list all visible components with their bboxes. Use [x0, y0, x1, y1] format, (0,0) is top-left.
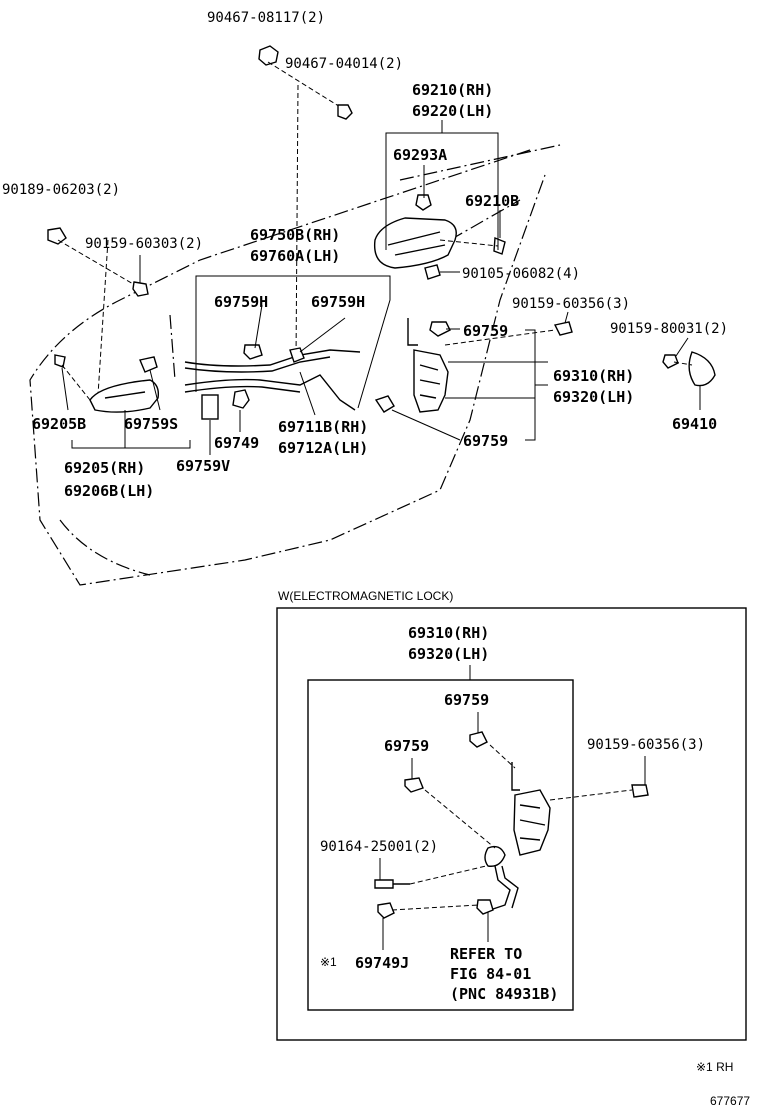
label-69310-rh: 69310(RH) [553, 367, 634, 385]
label-69205-rh: 69205(RH) [64, 459, 145, 477]
label-90159-80031: 90159-80031(2) [610, 321, 728, 337]
inset-label-69320-lh: 69320(LH) [408, 645, 489, 663]
bracket-69205 [71, 440, 191, 449]
inset-lock-assembly [374, 731, 649, 919]
clip-90467-04014 [337, 104, 353, 120]
inset-label-69310-rh: 69310(RH) [408, 624, 489, 642]
leader-69759h-a [254, 304, 263, 349]
leader-69205b [61, 367, 69, 411]
label-90189-06203: 90189-06203(2) [2, 182, 120, 198]
bracket-69750b [195, 275, 391, 409]
screw-90159-60303 [132, 281, 149, 297]
label-90467-08117: 90467-08117(2) [207, 10, 325, 26]
label-69749: 69749 [214, 434, 259, 452]
pad-69759v [201, 394, 219, 420]
outside-handle-69210 [373, 194, 506, 280]
label-69320-lh: 69320(LH) [553, 388, 634, 406]
inset-refer-line-3: (PNC 84931B) [450, 985, 558, 1003]
label-69210b: 69210B [465, 192, 519, 210]
label-69759h-b: 69759H [311, 293, 365, 311]
label-69410: 69410 [672, 415, 717, 433]
label-90159-60356-top: 90159-60356(3) [512, 296, 630, 312]
label-69210-rh: 69210(RH) [412, 81, 493, 99]
inset-title: W(ELECTROMAGNETIC LOCK) [278, 589, 453, 603]
rod-69711b [184, 374, 356, 411]
striker-69410 [662, 351, 716, 387]
label-69759s: 69759S [124, 415, 178, 433]
label-69206b-lh: 69206B(LH) [64, 482, 154, 500]
inset-mark-1: ※1 [320, 955, 337, 969]
label-90467-04014: 90467-04014(2) [285, 56, 403, 72]
leader-90159-60356-top [564, 311, 569, 324]
label-69220-lh: 69220(LH) [412, 102, 493, 120]
inset-label-69759-a: 69759 [444, 691, 489, 709]
bracket-69759 [525, 329, 536, 441]
inset-label-90159-60356: 90159-60356(3) [587, 737, 705, 753]
label-90159-60303: 90159-60303(2) [85, 236, 203, 252]
footnote-rh: ※1 RH [696, 1060, 733, 1074]
door-lock-69310 [374, 318, 556, 413]
label-90105-06082: 90105-06082(4) [462, 266, 580, 282]
label-69759v: 69759V [176, 457, 230, 475]
inset-subframe [307, 679, 574, 1011]
label-69712a-lh: 69712A(LH) [278, 439, 368, 457]
label-69760a-lh: 69760A(LH) [250, 247, 340, 265]
inset-label-69749j: 69749J [355, 954, 409, 972]
label-69759h-a: 69759H [214, 293, 268, 311]
clip-90467-08117 [258, 45, 346, 111]
leader-90159-80031 [675, 337, 689, 357]
rod-69750b [184, 344, 361, 373]
label-69205b: 69205B [32, 415, 86, 433]
clip-69749 [232, 389, 250, 409]
leader-69759s [149, 369, 161, 411]
label-69759-a: 69759 [463, 322, 508, 340]
label-69759-b: 69759 [463, 432, 508, 450]
label-69293a: 69293A [393, 146, 447, 164]
door-outline [29, 144, 561, 586]
label-69750b-rh: 69750B(RH) [250, 226, 340, 244]
inset-label-69759-b: 69759 [384, 737, 429, 755]
figure-id: 677677 [710, 1094, 750, 1108]
inset-label-90164-25001: 90164-25001(2) [320, 839, 438, 855]
inset-frame [276, 607, 747, 1041]
inside-handle-69205 [54, 354, 160, 413]
dash-line-rod-guide [295, 84, 299, 361]
inset-refer-line-1: REFER TO [450, 945, 522, 963]
leader-69759-b [391, 409, 461, 441]
leader-69759h-b [299, 317, 346, 353]
leader-69711b [299, 371, 316, 416]
inset-refer-line-2: FIG 84-01 [450, 965, 531, 983]
dash-line-inside-handle [97, 239, 109, 396]
label-69711b-rh: 69711B(RH) [278, 418, 368, 436]
screw-90159-60356-top [553, 321, 573, 336]
clip-90189-06203 [47, 227, 141, 289]
